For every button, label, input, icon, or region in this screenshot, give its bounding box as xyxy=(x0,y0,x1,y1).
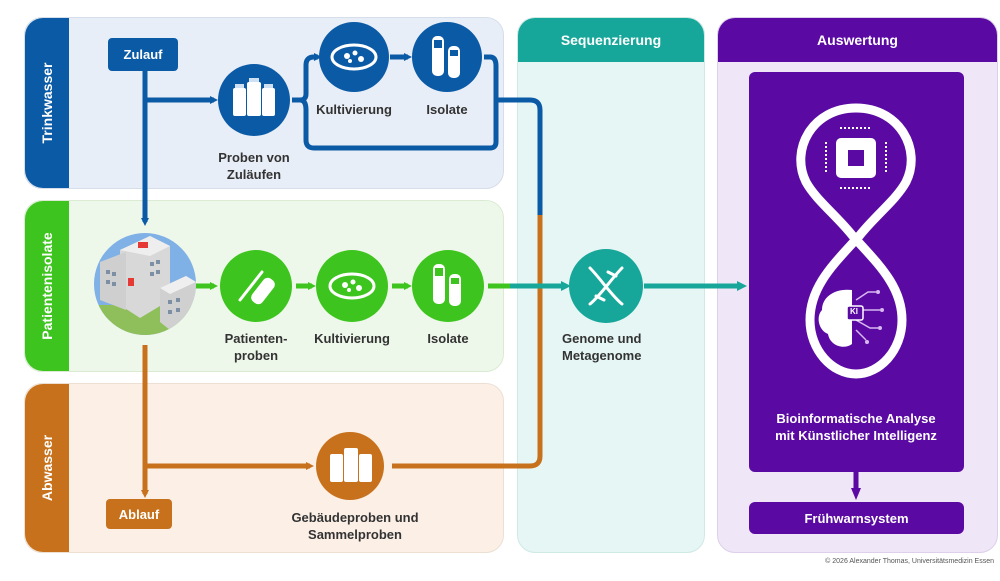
proben-zulaeufe-label: Proben von Zuläufen xyxy=(218,150,290,182)
isolate-patient-node xyxy=(412,250,484,322)
hospital-node xyxy=(94,233,196,335)
ablauf-tag: Ablauf xyxy=(106,499,172,529)
isolate-trink-label: Isolate xyxy=(426,102,468,117)
lane-tab-abwasser: Abwasser xyxy=(25,384,69,552)
kultivierung-patient-node xyxy=(316,250,388,322)
ki-chip-label: KI xyxy=(850,307,858,316)
abwasser-flow xyxy=(141,345,543,498)
proben-to-kultivierung-line xyxy=(292,53,322,103)
proben-zulaeufe-node xyxy=(218,64,290,136)
swab-tube-icon xyxy=(238,270,275,305)
proben-bypass-line xyxy=(292,97,499,151)
gebaeudeproben-to-sequencing-line xyxy=(392,450,543,469)
zulauf-tag: Zulauf xyxy=(108,38,178,71)
dna-icon xyxy=(588,266,624,306)
petri-dish-icon xyxy=(330,43,378,71)
gebaeudeproben-node xyxy=(316,432,384,500)
kultivierung-patient-label: Kultivierung xyxy=(314,331,390,346)
lane-tab-trinkwasser: Trinkwasser xyxy=(25,18,69,188)
microchip-icon xyxy=(825,127,887,189)
fruehwarnsystem-box: Frühwarnsystem xyxy=(749,502,964,534)
ai-loop-icon xyxy=(796,103,916,379)
gebaeudeproben-label: Gebäudeproben und Sammelproben xyxy=(291,510,419,542)
copyright: © 2026 Alexander Thomas, Universitätsmed… xyxy=(825,558,994,565)
genome-node xyxy=(569,249,643,323)
isolate-to-sequencing-line xyxy=(484,54,543,220)
patientenproben-label: Patienten- proben xyxy=(224,331,288,363)
ai-brain-icon xyxy=(818,289,884,347)
test-tubes-icon xyxy=(432,36,460,78)
genome-label: Genome und Metagenome xyxy=(562,331,642,363)
lane-tab-patientenisolate: Patientenisolate xyxy=(25,201,69,371)
patientenproben-node xyxy=(220,250,292,322)
sample-bottles-icon xyxy=(233,78,275,116)
kultivierung-trink-label: Kultivierung xyxy=(316,102,392,117)
analysis-label: Bioinformatische Analyse mit Künstlicher… xyxy=(775,411,937,443)
kultivierung-trink-node xyxy=(319,22,389,92)
trinkwasser-flow xyxy=(141,53,543,226)
isolate-trink-node xyxy=(412,22,482,92)
column-header-auswertung: Auswertung xyxy=(718,18,997,62)
column-header-sequenzierung: Sequenzierung xyxy=(518,18,704,62)
isolate-patient-label: Isolate xyxy=(427,331,469,346)
